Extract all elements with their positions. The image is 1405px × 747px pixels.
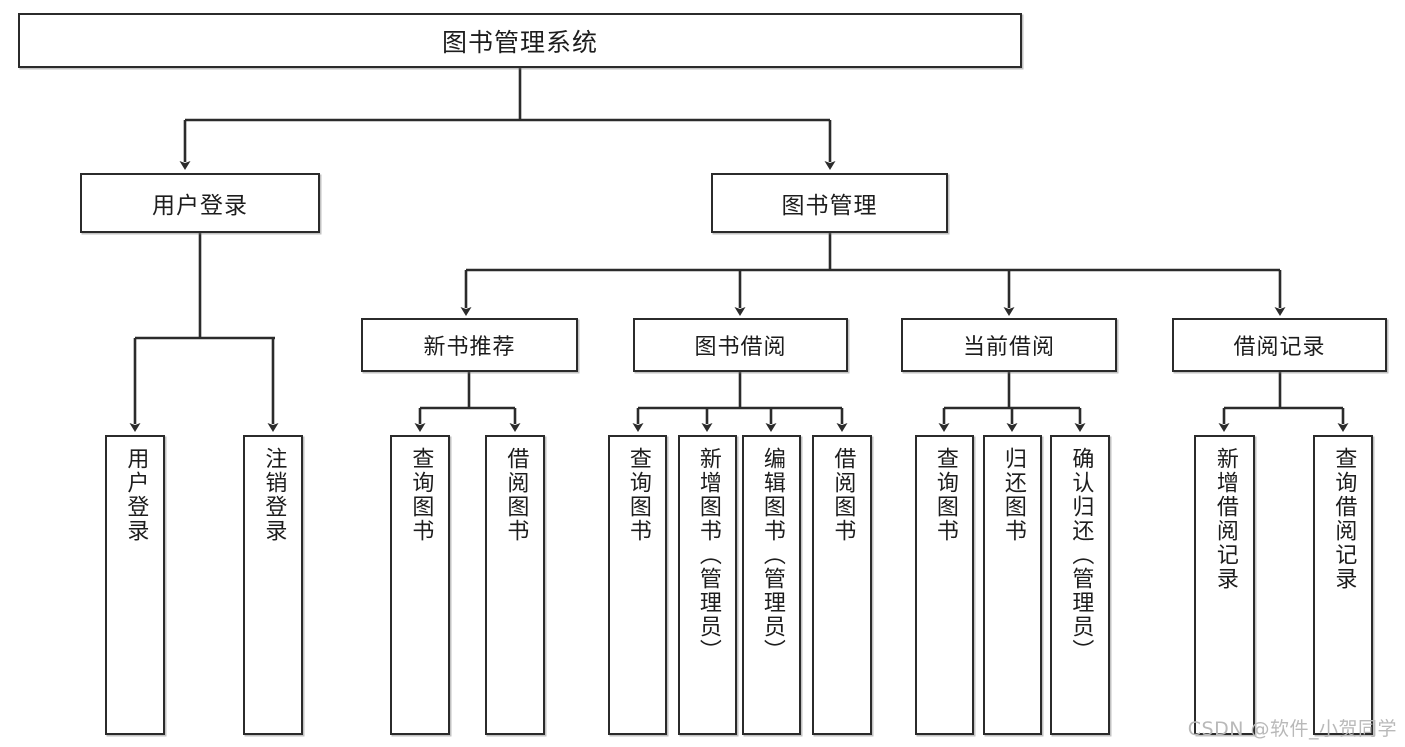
node-leaf-borrow-book-bb[interactable]: 借阅图书 [812,435,872,735]
node-label: 图书管理系统 [441,27,598,57]
node-leaf-add-record[interactable]: 新增借阅记录 [1194,435,1255,735]
node-leaf-add-book[interactable]: 新增图书（管理员） [678,435,737,735]
node-leaf-return-book[interactable]: 归还图书 [983,435,1042,735]
node-leaf-confirm-return[interactable]: 确认归还（管理员） [1050,435,1110,735]
node-label: 当前借阅 [962,335,1055,360]
node-leaf-query-book-bb[interactable]: 查询图书 [608,435,667,735]
node-label: 查询图书 [932,447,958,543]
node-borrow-record[interactable]: 借阅记录 [1172,318,1387,372]
node-label: 新增图书（管理员） [695,447,721,663]
node-label: 图书借阅 [694,335,787,360]
node-root[interactable]: 图书管理系统 [18,13,1022,68]
node-leaf-edit-book[interactable]: 编辑图书（管理员） [742,435,801,735]
node-label: 用户登录 [123,447,149,543]
node-label: 注销登录 [261,447,287,543]
node-book-manage[interactable]: 图书管理 [711,173,948,233]
node-label: 新增借阅记录 [1212,447,1238,591]
node-label: 查询图书 [408,447,434,543]
node-label: 借阅图书 [503,447,529,543]
node-label: 借阅记录 [1233,335,1326,360]
node-leaf-query-record[interactable]: 查询借阅记录 [1313,435,1373,735]
node-user-login[interactable]: 用户登录 [80,173,320,233]
node-leaf-logout[interactable]: 注销登录 [243,435,303,735]
node-label: 借阅图书 [830,447,856,543]
node-current-borrow[interactable]: 当前借阅 [901,318,1117,372]
node-label: 确认归还（管理员） [1068,447,1094,663]
node-label: 用户登录 [152,193,248,219]
node-label: 归还图书 [1000,447,1026,543]
node-leaf-query-book-cb[interactable]: 查询图书 [915,435,974,735]
node-label: 查询图书 [625,447,651,543]
node-new-book-recommend[interactable]: 新书推荐 [361,318,578,372]
node-leaf-borrow-book-rec[interactable]: 借阅图书 [485,435,545,735]
node-leaf-user-login[interactable]: 用户登录 [105,435,165,735]
node-label: 新书推荐 [423,335,516,360]
node-leaf-query-book-rec[interactable]: 查询图书 [390,435,450,735]
node-label: 图书管理 [781,193,878,219]
node-label: 编辑图书（管理员） [759,447,785,663]
node-book-borrow[interactable]: 图书借阅 [633,318,848,372]
node-label: 查询借阅记录 [1331,447,1357,591]
